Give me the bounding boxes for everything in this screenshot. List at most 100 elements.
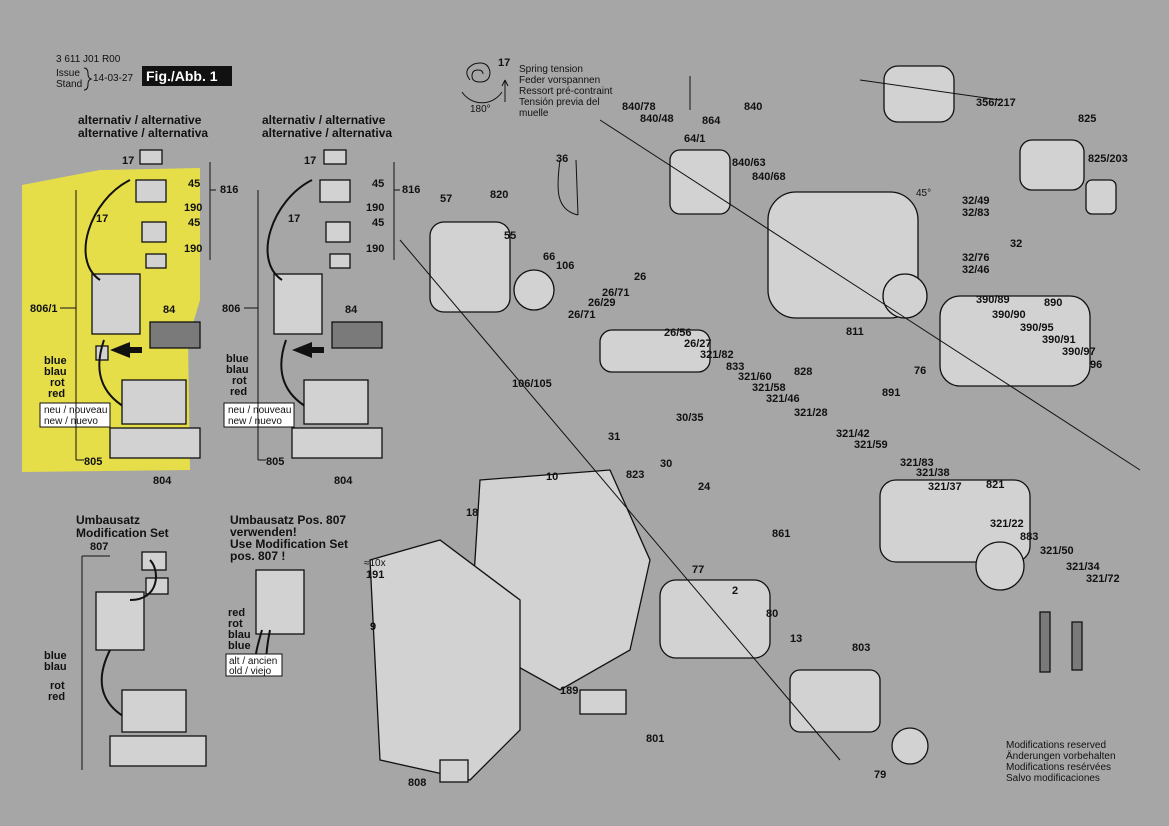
- part-label: 321/42: [836, 428, 870, 440]
- modnote-version-2: old / viejo: [229, 666, 272, 677]
- gear-wheel-drawing: [975, 541, 1025, 591]
- part-label: 803: [852, 642, 870, 654]
- modset-part-807: 807: [90, 541, 108, 553]
- alt2-part-84: 84: [345, 304, 358, 316]
- part-label: 321/58: [752, 382, 786, 394]
- gear-housing-drawing: [767, 191, 919, 319]
- clutch-assembly-drawing: [669, 149, 731, 215]
- part-label: 57: [440, 193, 452, 205]
- part-label: 30: [660, 458, 672, 470]
- alt1-part-190a: 190: [184, 202, 202, 214]
- modnote-line-3: Use Modification Set: [230, 537, 348, 551]
- part-label: 191: [366, 569, 384, 581]
- modification-note-group: Umbausatz Pos. 807 verwenden! Use Modifi…: [225, 513, 348, 677]
- alt1-part-190b: 190: [184, 243, 202, 255]
- part-label: 356/217: [976, 97, 1016, 109]
- alt1-wire-red: red: [48, 388, 65, 400]
- armature-drawing: [789, 669, 881, 733]
- part-label: 821: [986, 479, 1004, 491]
- carbon-brush-a: [1039, 611, 1051, 673]
- alt2-brush-holder-b: [325, 221, 351, 243]
- part-label: 26/71: [602, 287, 630, 299]
- alt2-title-1: alternativ / alternative: [262, 113, 386, 127]
- notice-es: Salvo modificaciones: [1006, 773, 1100, 784]
- spindle-assembly-drawing: [879, 479, 1031, 563]
- alt1-part-806: 806/1: [30, 303, 58, 315]
- notice-en: Modifications reserved: [1006, 740, 1106, 751]
- alt2-part-190b: 190: [366, 243, 384, 255]
- part-label: 10: [546, 471, 558, 483]
- part-label: 66: [543, 251, 555, 263]
- tool-holder-drawing: [1019, 139, 1085, 191]
- part-label: 321/28: [794, 407, 828, 419]
- modset-title-2: Modification Set: [76, 526, 169, 540]
- bearing-ring: [513, 269, 555, 311]
- spring-text-en: Spring tension: [519, 64, 583, 75]
- modnote-version-1: alt / ancien: [229, 656, 277, 667]
- arrow-up-icon: [501, 79, 509, 102]
- notice-fr: Modifications resérvées: [1006, 762, 1111, 773]
- modset-wire-blau: blau: [44, 661, 67, 673]
- modset-wire-rot: rot: [50, 680, 65, 692]
- alt1-part-84: 84: [163, 304, 176, 316]
- alt1-bracket-816: [209, 162, 216, 260]
- spring-angle: 180°: [470, 104, 491, 115]
- alt2-title-2: alternative / alternativa: [262, 126, 392, 140]
- header-brace: [83, 67, 93, 91]
- part-label: 32: [1010, 238, 1022, 250]
- modnote-version-box: [225, 653, 283, 677]
- alt2-version-1: neu / nouveau: [228, 405, 291, 416]
- main-assembly-labels: 840/78 840/48 864 840 64/1 840/63 840/68…: [364, 97, 1128, 789]
- modnote-line-1: Umbausatz Pos. 807: [230, 513, 346, 527]
- part-label: ≈10x: [364, 558, 386, 569]
- alt1-electronic-module: [121, 379, 187, 425]
- figure-label-box: [142, 66, 232, 86]
- alt2-wire-rot: rot: [232, 375, 247, 387]
- hammer-tube-drawing: [599, 329, 711, 373]
- alternative-1-group: alternativ / alternative alternative / a…: [22, 113, 238, 487]
- notice-de: Änderungen vorbehalten: [1006, 750, 1116, 762]
- alt1-part-45a: 45: [188, 178, 200, 190]
- alt2-part-804: 804: [334, 475, 353, 487]
- part-label: 106: [556, 260, 574, 272]
- alt2-bracket-816: [393, 162, 400, 260]
- switch-lever-drawing: [579, 689, 627, 715]
- alt2-lever: [331, 321, 383, 349]
- part-label: 24: [698, 481, 711, 493]
- part-label: 321/22: [990, 518, 1024, 530]
- part-label: 890: [1044, 297, 1062, 309]
- alt1-part-45b: 45: [188, 217, 200, 229]
- figure-label: Fig./Abb. 1: [146, 68, 218, 84]
- spring-icon: [466, 62, 491, 83]
- modset-brush-holder-b: [145, 577, 169, 595]
- modset-title-1: Umbausatz: [76, 513, 140, 527]
- part-label: 45°: [916, 188, 931, 199]
- part-label: 840/68: [752, 171, 786, 183]
- part-label: 321/34: [1066, 561, 1101, 573]
- spring-text-fr: Ressort pré-contraint: [519, 86, 613, 97]
- tool-holder-nose: [1085, 179, 1117, 215]
- part-label: 96: [1090, 359, 1102, 371]
- alt2-version-2: new / nuevo: [228, 416, 282, 427]
- part-label: 321/60: [738, 371, 772, 383]
- issue-label: Issue: [56, 68, 80, 79]
- alt1-version-box: [39, 402, 111, 428]
- modnote-wire-blue: blue: [228, 640, 251, 652]
- spring-tension-legend: 17 180° Spring tension Feder vorspannen …: [461, 57, 613, 119]
- part-label: 390/90: [992, 309, 1026, 321]
- alt2-arrow-icon: [292, 342, 324, 358]
- gear-housing-front-ring: [882, 273, 928, 319]
- part-label: 828: [794, 366, 812, 378]
- alt1-switch: [91, 273, 141, 335]
- alt1-brush-b: [145, 253, 167, 269]
- part-label: 321/46: [766, 393, 800, 405]
- part-label: 321/59: [854, 439, 888, 451]
- issue-date: 14-03-27: [93, 73, 133, 84]
- part-label: 390/97: [1062, 346, 1096, 358]
- part-label: 883: [1020, 531, 1038, 543]
- part-label: 321/72: [1086, 573, 1120, 585]
- alt1-brush-holder-a: [135, 179, 167, 203]
- part-label: 820: [490, 189, 508, 201]
- alt1-title-2: alternative / alternativa: [78, 126, 208, 140]
